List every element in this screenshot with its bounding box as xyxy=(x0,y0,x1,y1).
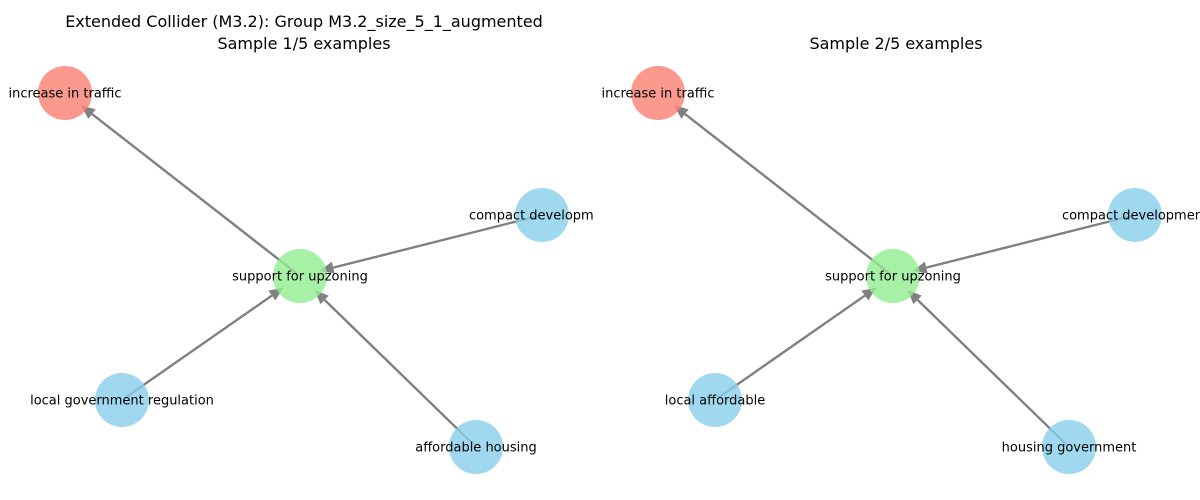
edge-c3-to-center xyxy=(916,299,1067,446)
edge-center-to-effect xyxy=(91,113,298,275)
node-cause-c1 xyxy=(515,188,569,242)
node-effect-effect xyxy=(631,66,685,120)
panel-1-graph: increase in traffic support for upzoning c… xyxy=(8,66,615,474)
panel-1-title-line1: Extended Collider (M3.2): Group M3.2_siz… xyxy=(65,12,543,32)
edge-c1-to-center xyxy=(332,214,539,269)
panel-1: Extended Collider (M3.2): Group M3.2_siz… xyxy=(8,12,615,474)
node-label-c2: local government regulation xyxy=(30,394,214,409)
node-cause-c3 xyxy=(1042,420,1096,474)
edge-center-to-effect xyxy=(684,113,891,275)
edge-c3-to-center xyxy=(323,299,474,446)
node-collider-center xyxy=(273,249,327,303)
node-label-center: support for upzoning xyxy=(232,270,368,285)
node-label-center: support for upzoning xyxy=(825,270,961,285)
node-label-c3: affordable housing xyxy=(415,441,537,456)
node-collider-center xyxy=(866,249,920,303)
node-label-c3: housing government xyxy=(1002,441,1137,456)
node-label-c1: compact development xyxy=(469,209,615,224)
node-cause-c2 xyxy=(95,373,149,427)
panel-2-graph: increase in traffic support for upzoning c… xyxy=(601,66,1200,474)
node-cause-c1 xyxy=(1108,188,1162,242)
node-label-c1: compact development xyxy=(1062,209,1200,224)
edge-c2-to-center xyxy=(124,294,273,399)
panel-1-title-line2: Sample 1/5 examples xyxy=(217,34,390,53)
edge-c2-to-center xyxy=(717,294,866,399)
node-label-effect: increase in traffic xyxy=(601,87,714,102)
node-cause-c2 xyxy=(688,373,742,427)
panel-2: Sample 2/5 examples increase in traffic s… xyxy=(601,34,1200,474)
edge-c1-to-center xyxy=(925,214,1132,269)
node-label-c2: local affordable xyxy=(665,394,766,409)
node-cause-c3 xyxy=(449,420,503,474)
panel-2-title-line2: Sample 2/5 examples xyxy=(809,34,982,53)
node-label-effect: increase in traffic xyxy=(8,87,121,102)
node-effect-effect xyxy=(38,66,92,120)
